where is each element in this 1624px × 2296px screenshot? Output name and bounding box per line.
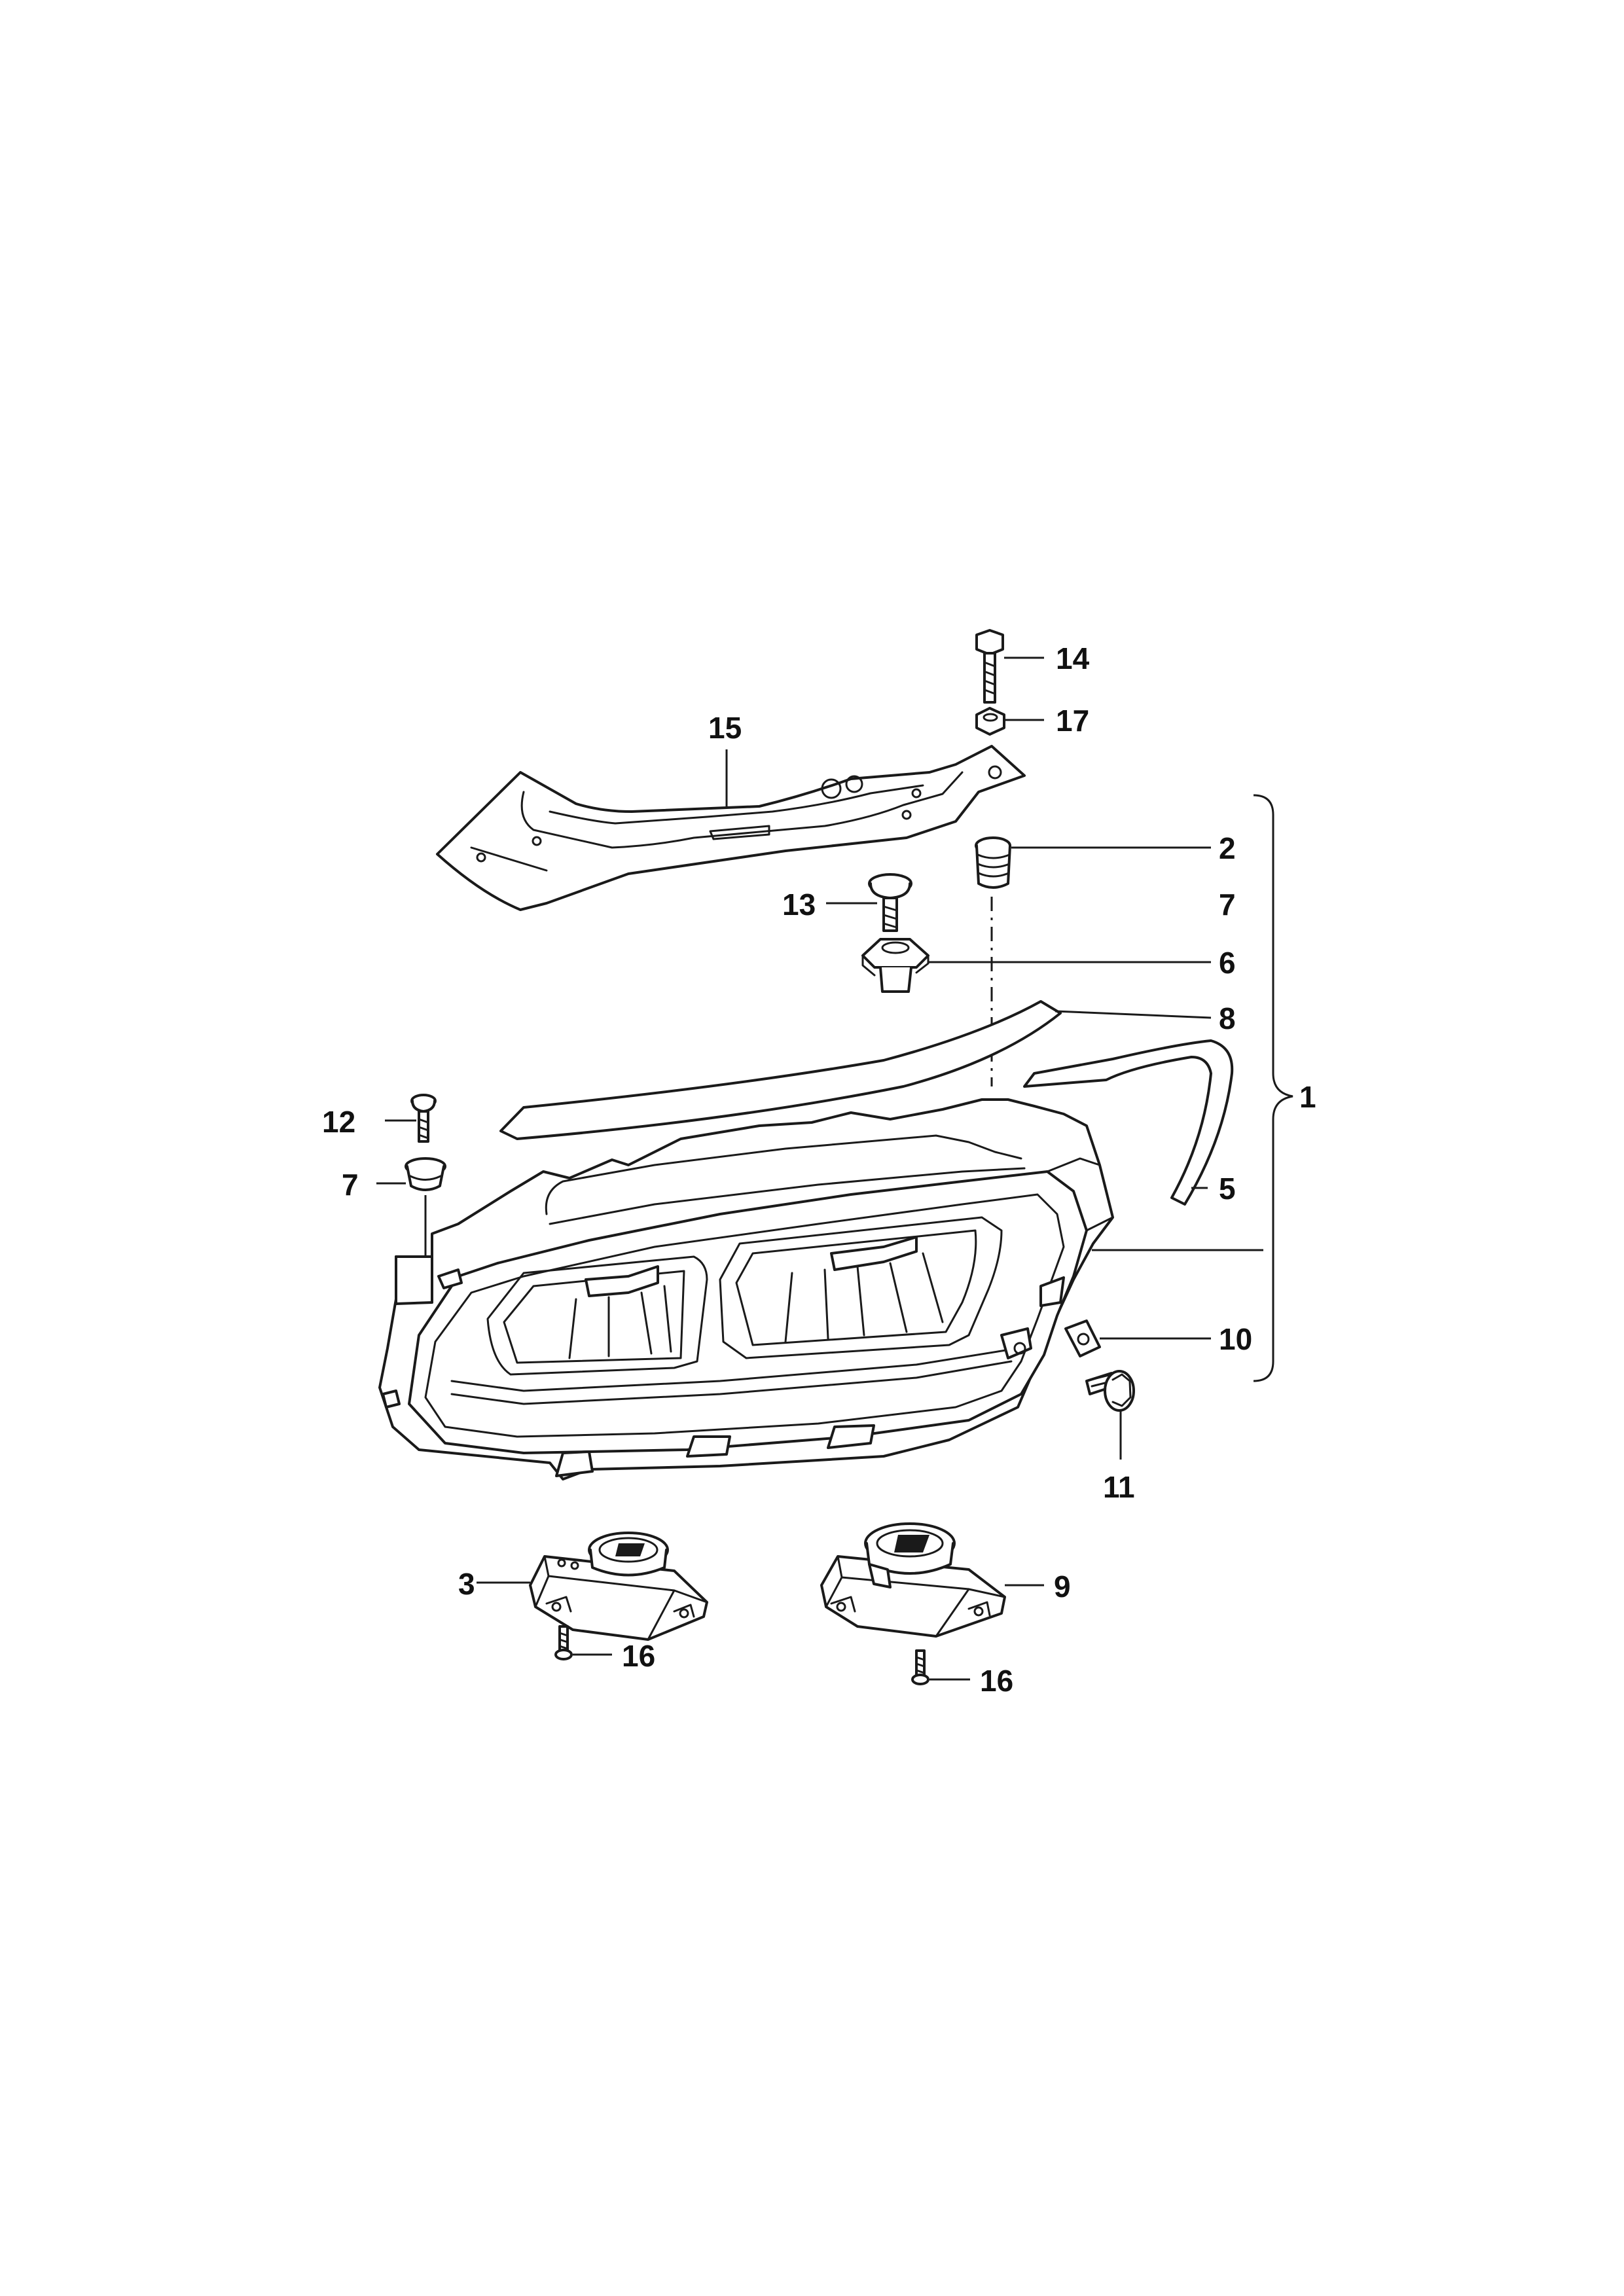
callout-3: 3 [458,1567,475,1601]
part-12-screw [410,1094,437,1143]
callout-15: 15 [708,711,742,745]
callout-labels: 14 17 15 2 7 13 6 8 1 12 7 5 10 11 3 9 1… [322,641,1316,1698]
part-10-clip [1064,1319,1101,1357]
callout-7-upper: 7 [1219,888,1236,922]
callout-5: 5 [1219,1172,1236,1206]
part-9-control-unit [820,1522,1006,1638]
part-17-nut [975,707,1005,736]
callout-6: 6 [1219,946,1236,980]
part-15-bracket [436,745,1026,911]
callout-10: 10 [1219,1322,1252,1356]
part-8-seal [499,1000,1062,1140]
part-6-clip [861,938,929,993]
callout-12: 12 [322,1105,355,1139]
callout-2: 2 [1219,831,1236,865]
callout-9: 9 [1054,1570,1071,1604]
part-3-control-unit [529,1532,708,1641]
part-16-screw-right [911,1649,929,1685]
callout-17: 17 [1056,704,1089,738]
part-7-grommet [405,1157,446,1191]
part-13-screw [868,873,912,932]
part-2-bushing [975,836,1011,889]
callout-16-left: 16 [622,1639,655,1673]
callout-16-right: 16 [980,1664,1013,1698]
assembly-brace [1253,794,1293,1382]
part-16-screw-left [554,1625,573,1660]
callout-14: 14 [1056,641,1090,675]
part-11-bolt [1085,1370,1135,1412]
callout-1: 1 [1299,1080,1316,1114]
part-14-bolt [975,629,1004,704]
part-5-seal [1023,1039,1234,1206]
callout-13: 13 [782,888,816,922]
callout-11: 11 [1103,1470,1135,1504]
part-1-headlamp [378,1098,1263,1480]
callout-7-lower: 7 [342,1168,359,1202]
callout-8: 8 [1219,1001,1236,1035]
leader-lines [376,656,1212,1681]
